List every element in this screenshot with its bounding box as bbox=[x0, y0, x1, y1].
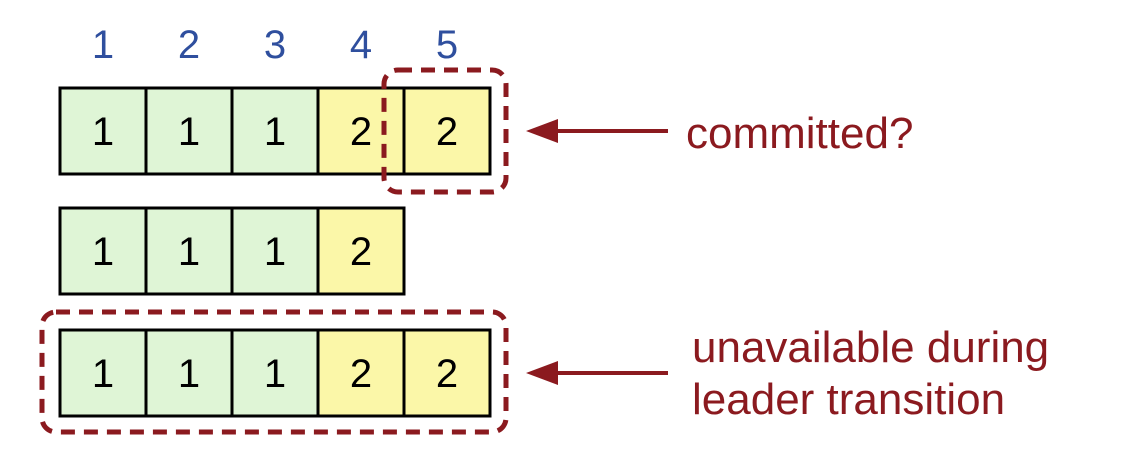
log-entry-term: 2 bbox=[436, 352, 458, 396]
log-entry-term: 1 bbox=[264, 110, 286, 154]
committed-annotation: committed? bbox=[686, 109, 913, 158]
unavailable-callout-box bbox=[39, 309, 509, 435]
log-entry-cell bbox=[58, 328, 148, 418]
log-index-label: 3 bbox=[264, 23, 286, 67]
log-index-label: 5 bbox=[436, 23, 458, 67]
log-index-row: 1 2 3 4 5 bbox=[92, 23, 458, 67]
committed-arrow-head bbox=[526, 119, 558, 143]
log-rows: 1 1 1 2 2 1 1 1 2 1 1 1 2 2 bbox=[58, 86, 492, 418]
log-row: 1 1 1 2 2 bbox=[58, 328, 492, 418]
log-entry-cell bbox=[402, 86, 492, 176]
log-entry-cell bbox=[144, 206, 234, 296]
log-entry-cell bbox=[144, 86, 234, 176]
log-entry-term: 1 bbox=[178, 230, 200, 274]
log-entry-cell bbox=[230, 86, 320, 176]
log-row: 1 1 1 2 2 bbox=[58, 86, 492, 176]
unavailable-annotation-line1: unavailable during bbox=[692, 323, 1049, 372]
log-entry-cell bbox=[58, 86, 148, 176]
log-index-label: 2 bbox=[178, 23, 200, 67]
log-entry-term: 1 bbox=[178, 110, 200, 154]
log-entry-cell bbox=[316, 206, 406, 296]
log-entry-term: 1 bbox=[92, 352, 114, 396]
log-entry-term: 2 bbox=[350, 230, 372, 274]
unavailable-arrow-head bbox=[526, 361, 558, 385]
log-entry-term: 2 bbox=[350, 352, 372, 396]
log-entry-term: 1 bbox=[92, 110, 114, 154]
log-entry-cell bbox=[230, 328, 320, 418]
log-index-label: 4 bbox=[350, 23, 372, 67]
log-entry-term: 1 bbox=[264, 352, 286, 396]
log-row: 1 1 1 2 bbox=[58, 206, 406, 296]
log-index-label: 1 bbox=[92, 23, 114, 67]
log-entry-term: 1 bbox=[178, 352, 200, 396]
log-entry-term: 1 bbox=[264, 230, 286, 274]
committed-callout-box bbox=[381, 67, 509, 195]
unavailable-annotation-line2: leader transition bbox=[692, 375, 1005, 424]
log-entry-term: 2 bbox=[350, 110, 372, 154]
log-entry-cell bbox=[316, 328, 406, 418]
log-entry-cell bbox=[402, 328, 492, 418]
log-entry-cell bbox=[58, 206, 148, 296]
log-entry-term: 2 bbox=[436, 110, 458, 154]
log-entry-term: 1 bbox=[92, 230, 114, 274]
log-entry-cell bbox=[230, 206, 320, 296]
